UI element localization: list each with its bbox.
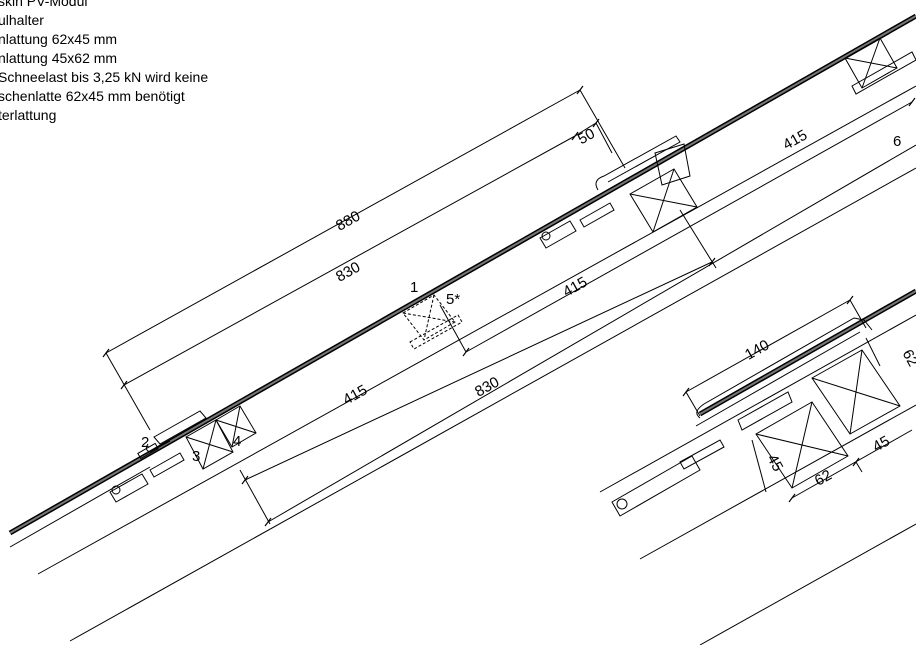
legend-line-2: ulhalter (0, 12, 44, 28)
pv-module-panel (8, 13, 916, 536)
roof-layer-lines (37, 85, 916, 642)
dim-830-top: 830 (333, 259, 363, 286)
legend-line-7: terlattung (0, 107, 57, 123)
dim-45-b: 45 (870, 433, 893, 456)
label-4: 4 (233, 433, 241, 450)
label-2: 2 (141, 434, 149, 451)
batten-top-right (844, 37, 916, 95)
dim-415-right: 415 (780, 127, 810, 154)
module-holder-left (109, 410, 207, 503)
dimension-ticks (102, 85, 916, 527)
legend: skin PV-Modul ulhalter nlattung 62x45 mm… (0, 0, 270, 140)
label-5: 5* (446, 291, 460, 308)
dim-6: 6 (893, 133, 901, 150)
dim-62-bottom: 62 (812, 467, 835, 490)
dimension-lines-main (105, 89, 916, 525)
batten-group-left (185, 405, 257, 470)
roof-edge-lines (9, 466, 151, 548)
dim-830-bottom: 830 (472, 374, 502, 401)
legend-line-1: skin PV-Modul (0, 0, 88, 9)
dim-140: 140 (742, 337, 772, 364)
legend-line-5: Schneelast bis 3,25 kN wird keine (0, 69, 209, 85)
label-1: 1 (410, 279, 418, 296)
batten-group-right (539, 135, 698, 249)
label-3: 3 (192, 448, 200, 465)
dim-50: 50 (575, 125, 598, 148)
dim-880: 880 (333, 208, 363, 235)
detail-section (599, 288, 916, 645)
optional-batten-5 (402, 294, 463, 350)
dim-415-left: 415 (340, 382, 370, 409)
legend-line-4: nlattung 45x62 mm (0, 50, 118, 66)
dim-45-a: 45 (763, 452, 786, 475)
legend-line-6: schenlatte 62x45 mm benötigt (0, 88, 185, 104)
dim-62-top: 62 (899, 347, 916, 370)
legend-line-3: nlattung 62x45 mm (0, 31, 118, 47)
